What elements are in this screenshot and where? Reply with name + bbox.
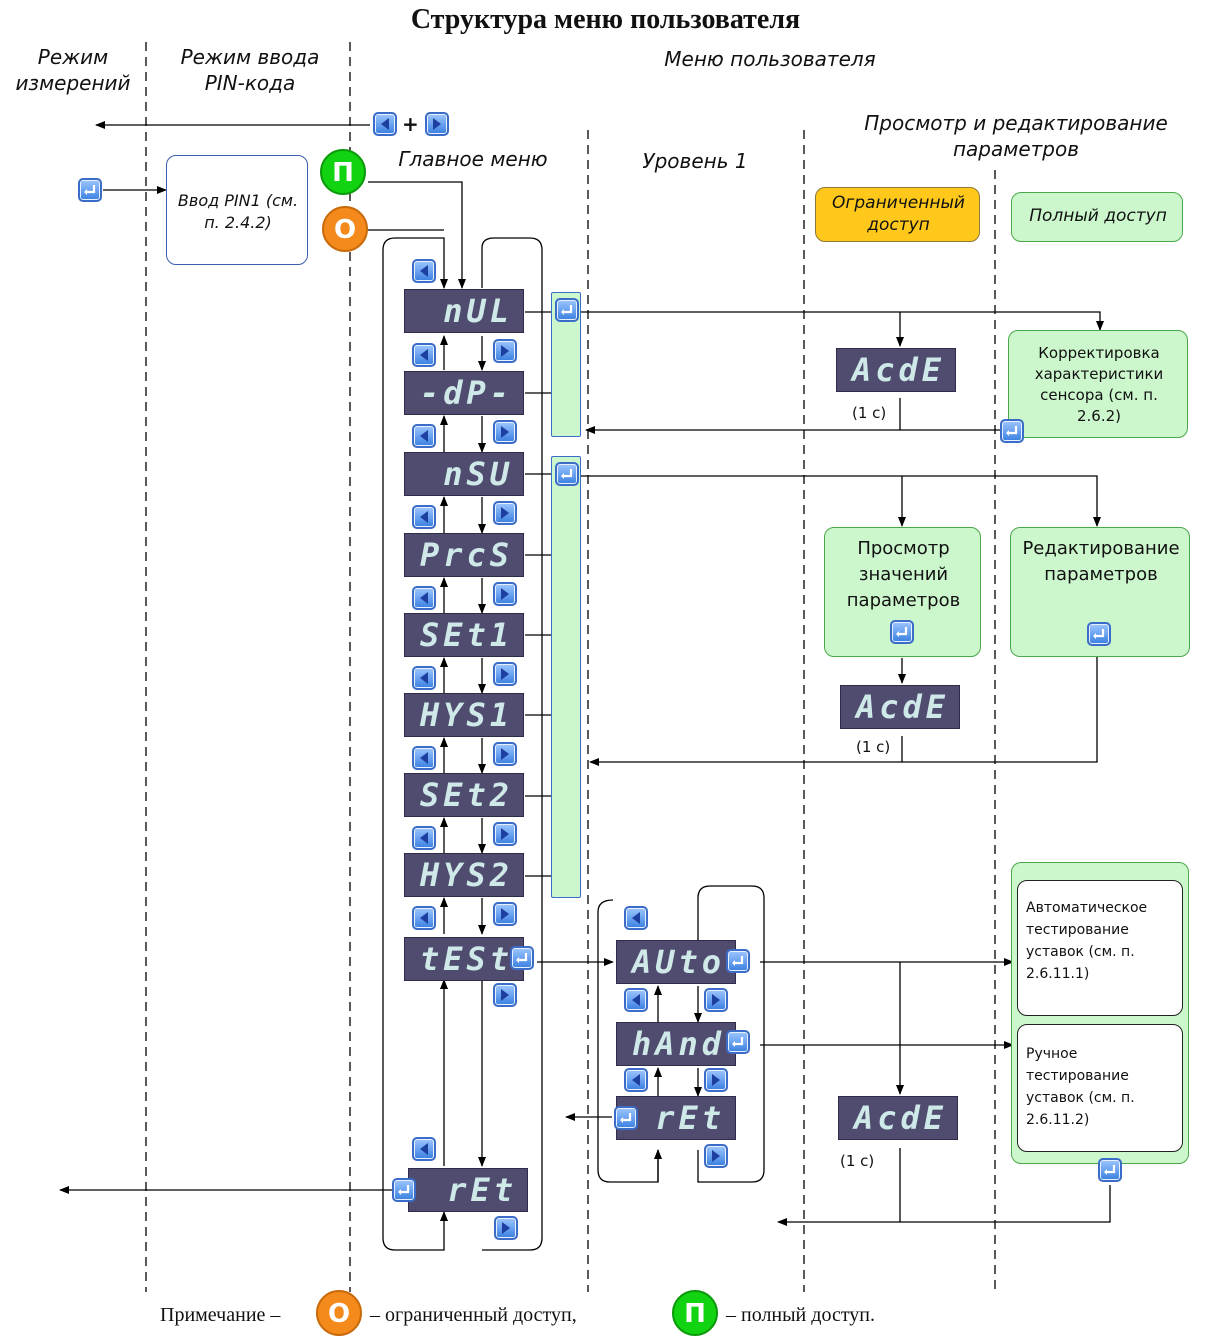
limited-access-box: Ограниченный доступ [815, 187, 980, 242]
main-right-button-4[interactable] [493, 582, 517, 606]
main-left-button-4[interactable] [412, 586, 436, 610]
acde-time-3: (1 с) [840, 1152, 875, 1170]
main-item-hys1[interactable]: HYS1 [404, 693, 524, 737]
level1-right-button-2[interactable] [704, 1068, 728, 1092]
left-button[interactable] [373, 112, 397, 136]
main-item-nsu[interactable]: nSU [404, 452, 524, 496]
manual-test-box: Ручное тестирование уставок (см. п. 2.6.… [1017, 1024, 1183, 1152]
main-left-button-3[interactable] [412, 505, 436, 529]
level1-left-button-top[interactable] [624, 906, 648, 930]
header-main-menu: Главное меню [398, 147, 548, 171]
header-level1: Уровень 1 [642, 149, 748, 173]
main-right-button-5[interactable] [493, 662, 517, 686]
nsu-hys2-bar [551, 456, 581, 898]
note-limited-badge: О [316, 1290, 362, 1336]
main-item-set2[interactable]: SEt2 [404, 773, 524, 817]
enter-button-auto[interactable] [726, 949, 750, 973]
main-right-button-6[interactable] [493, 742, 517, 766]
main-item-test[interactable]: tESt [404, 937, 524, 981]
main-left-button-1[interactable] [412, 343, 436, 367]
note-prefix: Примечание – [160, 1304, 281, 1326]
enter-button[interactable] [78, 178, 102, 202]
main-left-button-8[interactable] [412, 906, 436, 930]
enter-button-test[interactable] [510, 946, 534, 970]
enter-button-hand[interactable] [726, 1030, 750, 1054]
level1-item-auto[interactable]: AUto [616, 940, 736, 984]
note-full-badge: П [672, 1290, 718, 1336]
main-right-button-3[interactable] [493, 501, 517, 525]
main-left-button-2[interactable] [412, 424, 436, 448]
level1-right-button-1[interactable] [704, 988, 728, 1012]
main-right-button-ret[interactable] [494, 1216, 518, 1240]
main-left-button-5[interactable] [412, 666, 436, 690]
level1-right-button-ret[interactable] [704, 1144, 728, 1168]
main-item-hys2[interactable]: HYS2 [404, 853, 524, 897]
main-right-button-1[interactable] [493, 339, 517, 363]
enter-button-view[interactable] [890, 620, 914, 644]
main-left-button-ret[interactable] [412, 1137, 436, 1161]
auto-test-box: Автоматическое тестирование уставок (см.… [1017, 880, 1183, 1016]
enter-button-main-ret[interactable] [392, 1178, 416, 1202]
main-right-button-8[interactable] [493, 902, 517, 926]
sensor-correction-box: Корректировка характеристики сенсора (см… [1008, 330, 1188, 438]
main-left-button-6[interactable] [412, 746, 436, 770]
enter-button-nsu[interactable] [555, 462, 579, 486]
acde-display-2: AcdE [840, 685, 960, 729]
enter-button-correction[interactable] [1000, 419, 1024, 443]
main-right-button-7[interactable] [493, 822, 517, 846]
main-left-button-7[interactable] [412, 826, 436, 850]
main-right-button-2[interactable] [493, 420, 517, 444]
level1-left-button-2[interactable] [624, 1068, 648, 1092]
header-measure-mode: Режим измерений [15, 45, 131, 95]
note-full-text: – полный доступ. [726, 1304, 875, 1326]
acde-time-2: (1 с) [856, 738, 891, 756]
main-item-nul[interactable]: nUL [404, 289, 524, 333]
acde-time-1: (1 с) [852, 404, 887, 422]
note-limited-text: – ограниченный доступ, [370, 1304, 577, 1326]
full-access-box: Полный доступ [1011, 192, 1183, 242]
main-item-prcs[interactable]: PrcS [404, 533, 524, 577]
header-pin-mode: Режим ввода PIN-кода [180, 45, 320, 95]
diagram-title: Структура меню пользователя [410, 4, 801, 35]
full-access-badge: П [320, 149, 366, 195]
limited-access-badge: О [322, 206, 368, 252]
enter-button-level1-ret[interactable] [614, 1106, 638, 1130]
acde-display-3: AcdE [838, 1096, 958, 1140]
enter-button-nul[interactable] [555, 298, 579, 322]
main-item-dp[interactable]: -dP- [404, 371, 524, 415]
main-nav-arrows [440, 335, 486, 1167]
enter-button-testing[interactable] [1098, 1158, 1122, 1182]
enter-button-edit[interactable] [1087, 622, 1111, 646]
header-view-edit: Просмотр и редактирование параметров [864, 111, 1168, 161]
main-right-button-test[interactable] [493, 983, 517, 1007]
acde-display-1: AcdE [836, 348, 956, 392]
main-item-ret[interactable]: rEt [408, 1168, 528, 1212]
main-item-set1[interactable]: SEt1 [404, 613, 524, 657]
level1-left-button-1[interactable] [624, 988, 648, 1012]
level1-nav-arrows [654, 985, 702, 1097]
level1-item-hand[interactable]: hAnd [616, 1022, 736, 1066]
pin-entry-box: Ввод PIN1 (см. п. 2.4.2) [166, 155, 308, 265]
main-left-button-top[interactable] [412, 259, 436, 283]
level1-item-ret[interactable]: rEt [616, 1096, 736, 1140]
header-user-menu: Меню пользователя [664, 47, 876, 71]
right-button[interactable] [425, 112, 449, 136]
plus-sign: + [402, 112, 419, 136]
